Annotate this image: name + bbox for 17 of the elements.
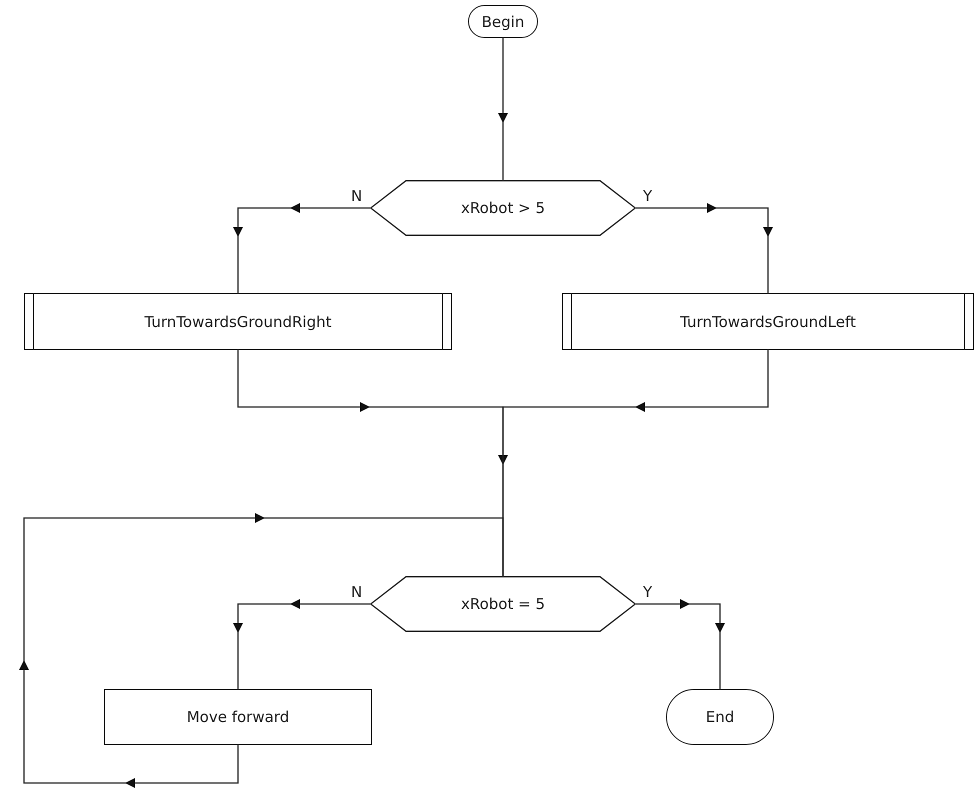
decision-hexagon: [370, 576, 636, 632]
node-label: End: [706, 708, 734, 726]
node-label: xRobot = 5: [460, 595, 546, 613]
subroutine-box: [562, 293, 974, 350]
decision-hexagon: [370, 180, 636, 236]
node-label: Begin: [482, 12, 524, 30]
process-box: [104, 689, 372, 745]
node-label: Move forward: [186, 708, 290, 726]
node-label: TurnTowardsGroundLeft: [680, 312, 856, 330]
terminal-pill: [468, 5, 538, 38]
edge-label: Y: [642, 188, 654, 204]
edge-label: Y: [642, 584, 654, 600]
node-label: xRobot > 5: [460, 199, 546, 217]
node-label: TurnTowardsGroundRight: [144, 312, 332, 330]
edge-label: N: [350, 584, 364, 600]
edge-label: N: [350, 188, 364, 204]
subroutine-box: [24, 293, 452, 350]
